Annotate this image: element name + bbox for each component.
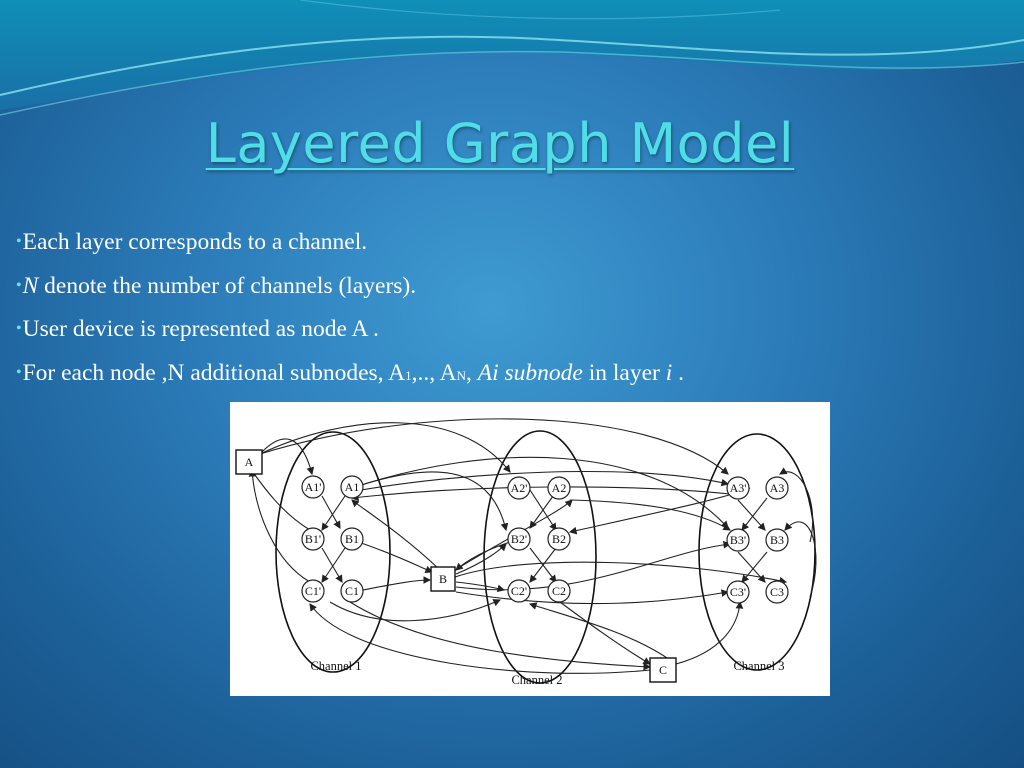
bullet-dot-icon: • [16,320,22,337]
bullet-text-c: , [466,359,478,386]
node-a1: A1 [340,475,364,499]
node-a1-prime-label: A1' [305,480,322,494]
bullet-item: •For each node ,N additional subnodes, A… [16,353,684,397]
node-a2-prime: A2' [507,476,531,500]
node-a3: A3 [765,476,789,500]
channel-2-ellipse [483,430,597,684]
node-b2-prime-label: B2' [511,532,527,546]
channel-1-label: Channel 1 [310,659,361,673]
node-b3-prime-label: B3' [730,533,746,547]
bullet-text-e: . [672,359,685,386]
node-c2: C2 [547,579,571,603]
node-c3-label: C3 [770,585,784,599]
bullet-text-d: in layer [582,359,666,386]
node-b1-label: B1 [345,532,359,546]
node-b1-prime-label: B1' [305,532,321,546]
bullet-item: •User device is represented as node A . [16,309,684,353]
node-a: A [235,449,263,475]
node-a2-prime-label: A2' [511,481,528,495]
channel-1-ellipse [275,431,391,673]
node-c: C [649,657,677,683]
node-c1-prime: C1' [301,579,325,603]
bullet-text: Each layer corresponds to a channel. [22,229,368,255]
node-b2-label: B2 [552,532,566,546]
subscript-n: N [456,367,467,383]
bullet-italic-i: i [665,359,673,386]
node-c2-prime: C2' [507,579,531,603]
bullet-dot-icon: • [16,276,22,294]
node-c3: C3 [765,580,789,604]
bullet-list: •Each layer corresponds to a channel. •N… [16,222,684,396]
bullet-italic-ai-subnode: Ai subnode [477,359,583,386]
bullet-text-a: For each node ,N additional subnodes, A [22,359,406,386]
node-c1: C1 [340,579,364,603]
channel-3-ellipse [698,433,816,671]
node-c-label: C [659,663,667,677]
bullet-text: User device is represented as node A . [22,316,379,342]
subscript-1: 1 [405,367,412,383]
node-b-label: B [439,572,447,586]
node-b1-prime: B1' [301,527,325,551]
node-b3: B3 [765,528,789,552]
layered-graph-diagram: A B C A1' A1 B1' B1 C1' C1 A2' A2 B2' B2… [235,418,817,687]
node-c3-prime: C3' [726,580,750,604]
slide-title: Layered Graph Model [205,112,795,175]
node-c3-prime-label: C3' [730,585,746,599]
node-a3-prime: A3' [726,476,750,500]
bullet-dot-icon: • [16,363,22,381]
node-c2-label: C2 [552,584,566,598]
node-a1-prime: A1' [301,475,325,499]
channel-2-label: Channel 2 [511,673,562,687]
node-a-label: A [245,455,254,469]
node-a3-label: A3 [770,481,785,495]
node-a3-prime-label: A3' [730,481,747,495]
node-a2-label: A2 [552,481,567,495]
channel-3-label: Channel 3 [733,659,784,673]
node-b2-prime: B2' [507,527,531,551]
node-a1-label: A1 [345,480,360,494]
bullet-text-b: ,.., A [411,359,457,386]
node-c1-prime-label: C1' [305,584,321,598]
node-a2: A2 [547,476,571,500]
node-b3-prime: B3' [726,528,750,552]
bullet-item: •N denote the number of channels (layers… [16,266,684,310]
bullet-dot-icon: • [16,233,22,250]
header-wave-decoration [0,0,1024,116]
layered-graph-figure: A B C A1' A1 B1' B1 C1' C1 A2' A2 B2' B2… [230,402,830,696]
node-b2: B2 [547,527,571,551]
bullet-italic-n: N [22,272,39,299]
bullet-item: •Each layer corresponds to a channel. [16,222,684,266]
bullet-text: denote the number of channels (layers). [38,272,417,299]
node-b1: B1 [340,527,364,551]
node-c1-label: C1 [345,584,359,598]
node-b: B [430,566,456,592]
node-b3-label: B3 [770,533,784,547]
node-c2-prime-label: C2' [511,584,527,598]
